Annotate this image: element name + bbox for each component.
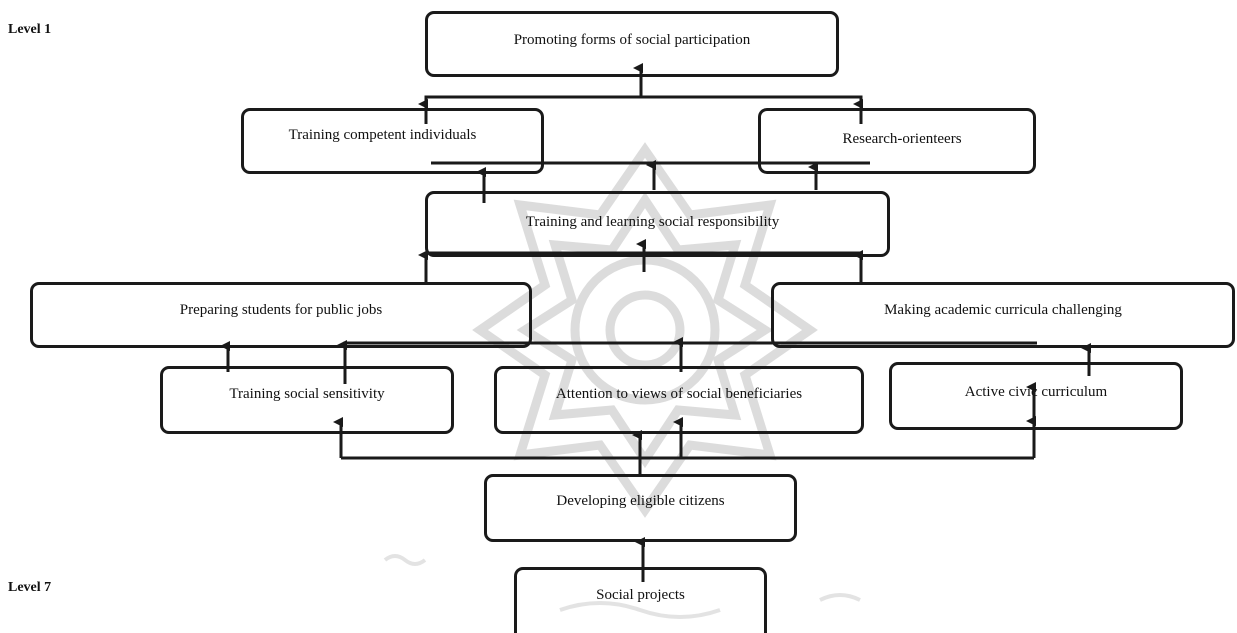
node-training-social-sensitivity: Training social sensitivity — [160, 366, 454, 434]
node-academic-curricula-challenging: Making academic curricula challenging — [771, 282, 1235, 348]
node-active-civic-curriculum: Active civic curriculum — [889, 362, 1183, 430]
node-training-social-responsibility: Training and learning social responsibil… — [425, 191, 890, 257]
node-research-orienteers: Research-orienteers — [758, 108, 1036, 174]
node-training-competent-individuals: Training competent individuals — [241, 108, 544, 174]
level-1-label: Level 1 — [8, 22, 52, 37]
node-promoting-social-participation: Promoting forms of social participation — [425, 11, 839, 77]
node-attention-social-beneficiaries: Attention to views of social beneficiari… — [494, 366, 864, 434]
node-developing-eligible-citizens: Developing eligible citizens — [484, 474, 797, 542]
node-social-projects: Social projects — [514, 567, 767, 633]
level-7-label: Level 7 — [8, 580, 52, 595]
node-preparing-public-jobs: Preparing students for public jobs — [30, 282, 532, 348]
